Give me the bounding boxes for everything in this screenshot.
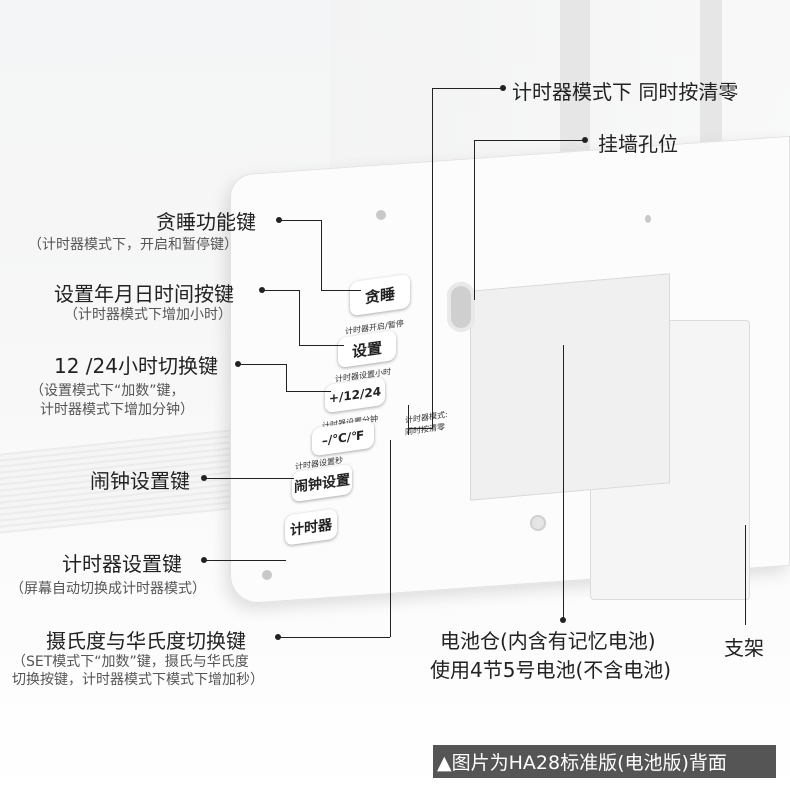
callout-dot bbox=[275, 634, 281, 640]
reset-label: 计时器模式下 同时按清零 bbox=[512, 80, 739, 104]
callout-dot bbox=[276, 217, 282, 223]
callout-dot bbox=[582, 137, 588, 143]
hour-mode-note-1: （设置模式下“加数”键， bbox=[30, 383, 185, 399]
set-time-label: 设置年月日时间按键 bbox=[54, 282, 234, 306]
battery-label-1: 电池仓(内含有记忆电池) bbox=[440, 629, 656, 653]
wall-hole bbox=[447, 282, 475, 332]
callout-line bbox=[206, 478, 294, 479]
battery-label-2: 使用4节5号电池(不含电池) bbox=[430, 658, 672, 682]
callout-line bbox=[474, 140, 475, 300]
battery-compartment bbox=[470, 273, 670, 501]
set-time-note: （计时器模式下增加小时） bbox=[64, 307, 232, 323]
callout-dot bbox=[259, 287, 265, 293]
callout-line bbox=[408, 428, 433, 429]
snooze-label: 贪睡功能键 bbox=[156, 210, 256, 234]
callout-line bbox=[563, 345, 564, 620]
timer-note: （屏幕自动切换成计时器模式） bbox=[10, 581, 206, 597]
alarm-label: 闹钟设置键 bbox=[90, 469, 190, 493]
screw bbox=[645, 215, 651, 223]
hour-mode-note-2: 计时器模式下增加分钟） bbox=[40, 402, 194, 418]
callout-line bbox=[321, 290, 361, 291]
temp-note-2: 切换按键，计时器模式下模式下增加秒） bbox=[12, 672, 264, 688]
callout-line bbox=[390, 440, 391, 637]
callout-line bbox=[432, 88, 502, 89]
callout-dot bbox=[560, 617, 566, 623]
screw bbox=[376, 210, 386, 220]
screw bbox=[262, 570, 272, 580]
caption-bar: ▲图片为HA28标准版(电池版)背面 bbox=[433, 745, 776, 778]
callout-line bbox=[281, 220, 321, 221]
callout-dot bbox=[201, 475, 207, 481]
callout-dot bbox=[201, 557, 207, 563]
callout-line bbox=[286, 364, 287, 391]
callout-line bbox=[240, 364, 286, 365]
temp-label: 摄氏度与华氏度切换键 bbox=[46, 629, 246, 653]
callout-line bbox=[432, 88, 433, 428]
callout-dot bbox=[235, 361, 241, 367]
timer-label: 计时器设置键 bbox=[62, 552, 182, 576]
callout-line bbox=[286, 391, 331, 392]
callout-line bbox=[206, 560, 286, 561]
stand-label: 支架 bbox=[724, 636, 764, 660]
callout-dot bbox=[500, 85, 506, 91]
callout-line bbox=[474, 140, 584, 141]
snooze-note: （计时器模式下，开启和暂停键） bbox=[28, 237, 238, 253]
callout-line bbox=[745, 525, 746, 625]
hour-mode-label: 12 /24小时切换键 bbox=[54, 354, 218, 378]
wall-hole-label: 挂墙孔位 bbox=[598, 132, 678, 156]
callout-line bbox=[299, 345, 344, 346]
callout-line bbox=[264, 290, 299, 291]
temp-note-1: （SET模式下“加数”键，摄氏与华氏度 bbox=[12, 654, 249, 670]
callout-line bbox=[280, 637, 390, 638]
callout-line bbox=[299, 290, 300, 345]
callout-line bbox=[408, 405, 409, 435]
speaker-vent bbox=[530, 515, 546, 531]
callout-line bbox=[321, 220, 322, 290]
